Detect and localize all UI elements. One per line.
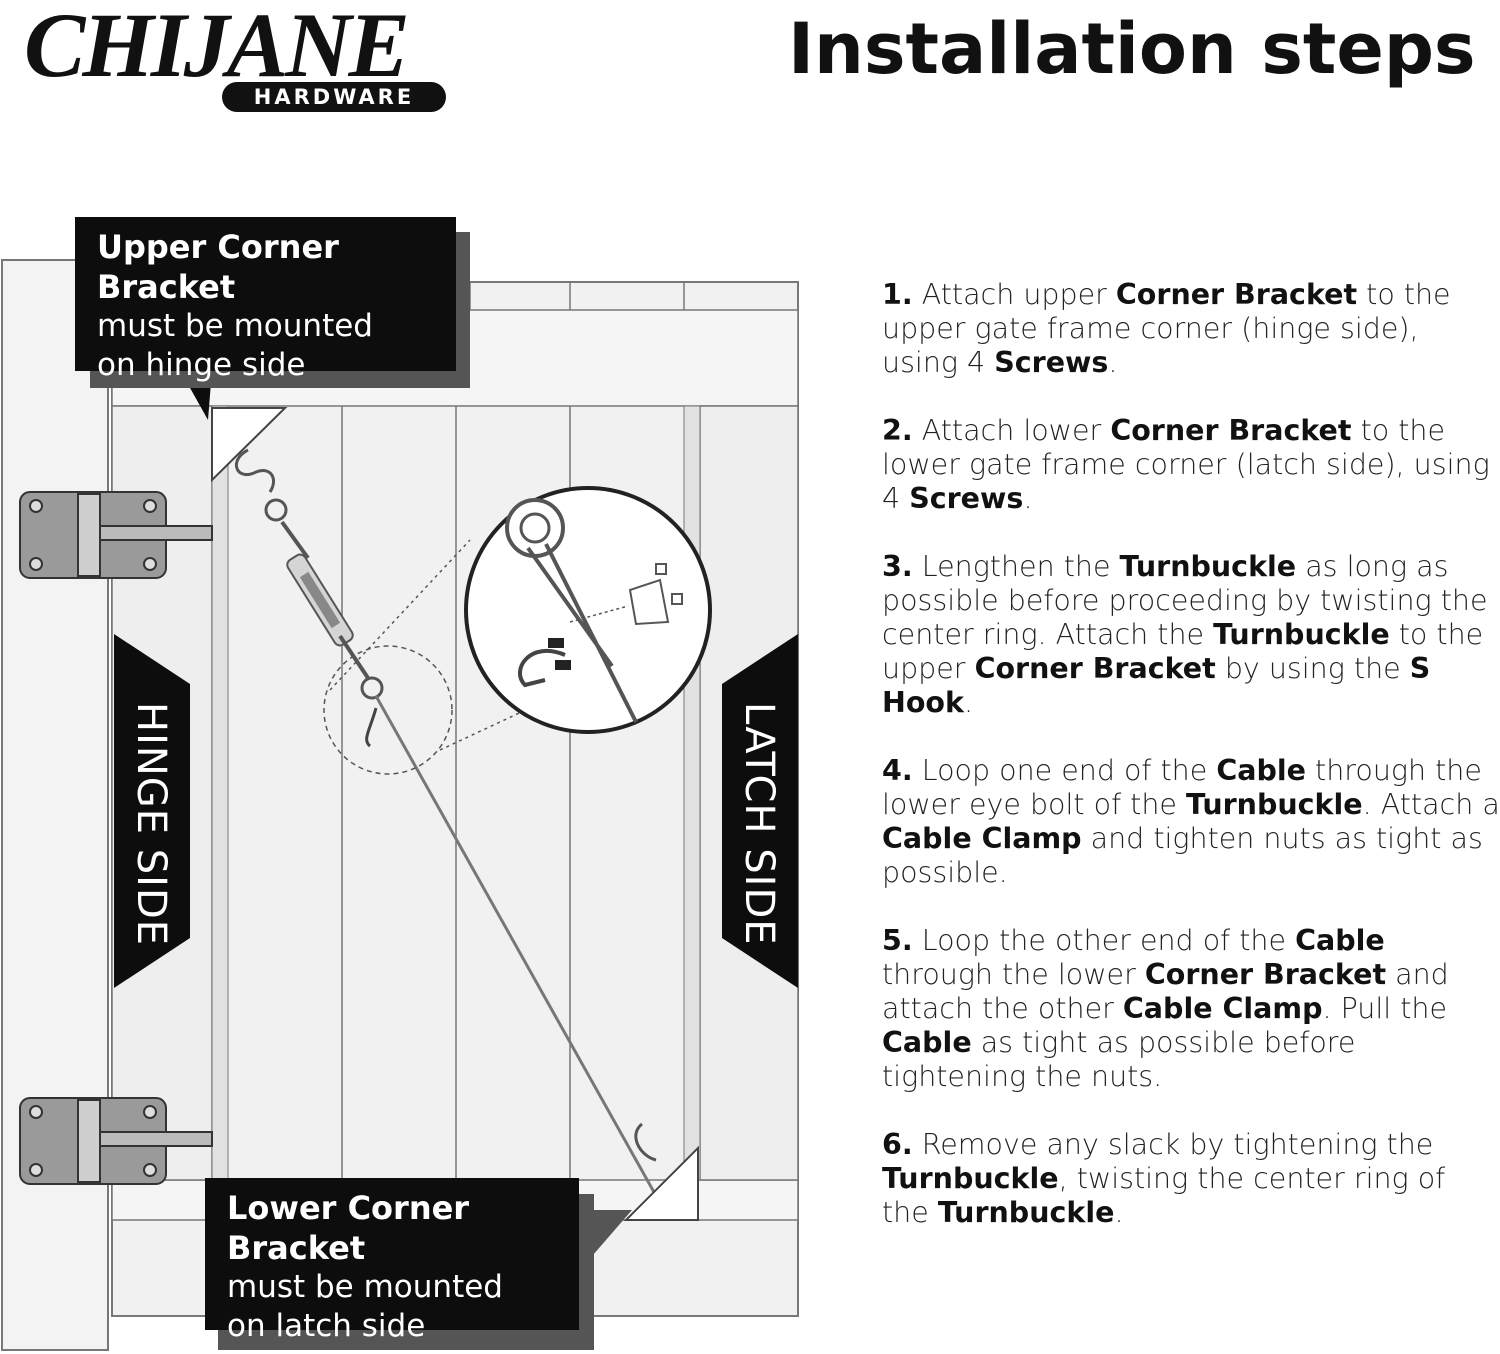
lower-corner-bracket [623, 1145, 699, 1221]
hinge-side-label: HINGE SIDE [128, 702, 174, 947]
brand-tagline: HARDWARE [222, 82, 446, 112]
step-term: Corner Bracket [1110, 414, 1352, 447]
step-text: through the lower [882, 958, 1145, 991]
step-text: , twisting the center ring of the [882, 1162, 1446, 1229]
gate-diagram: Upper Corner Bracket must be mounted on … [0, 210, 850, 1354]
page-title: Installation steps [788, 8, 1476, 90]
step-text: Remove any slack by tightening the [912, 1128, 1434, 1161]
step-term: Corner Bracket [1144, 958, 1387, 991]
step-term: Cable [882, 1026, 972, 1059]
step-term: Turnbuckle [1186, 788, 1363, 821]
step-text: as long as possible before proceeding by… [882, 550, 1488, 651]
step-number: 3. [882, 550, 913, 583]
upper-callout-line1: must be mounted [97, 308, 373, 344]
step-term: Cable Clamp [882, 822, 1082, 855]
step-number: 4. [882, 754, 913, 787]
hinge-side-arrow [114, 634, 190, 988]
upper-callout-title: Upper Corner Bracket [97, 228, 339, 306]
step-text: Loop one end of the [912, 754, 1217, 787]
step-term: Turnbuckle [1119, 550, 1297, 583]
lower-callout-title: Lower Corner Bracket [227, 1189, 470, 1267]
upper-callout: Upper Corner Bracket must be mounted on … [75, 217, 456, 383]
s-hook [235, 448, 275, 493]
step-term: S Hook [882, 652, 1431, 719]
step-term: Corner Bracket [974, 652, 1216, 685]
lower-callout-line2: on latch side [227, 1308, 426, 1344]
fence-post [1, 259, 109, 1351]
step-item: 2. Attach lower Corner Bracket to the lo… [882, 414, 1500, 516]
upper-corner-bracket [211, 407, 288, 483]
step-term: Screws [994, 346, 1109, 379]
lower-callout: Lower Corner Bracket must be mounted on … [205, 1178, 579, 1344]
brand-name: CHIJANE [24, 0, 410, 96]
installation-steps: 1. Attach upper Corner Bracket to the up… [882, 278, 1500, 1264]
step-text: to the upper gate frame corner (hinge si… [882, 278, 1451, 379]
step-text: . [963, 686, 974, 719]
step-term: Screws [909, 482, 1024, 515]
latch-side-arrow [722, 634, 798, 988]
step-text: and tighten nuts as tight as possible. [882, 822, 1483, 889]
step-item: 5. Loop the other end of the Cable throu… [882, 924, 1500, 1094]
step-text: by using the [1215, 652, 1410, 685]
step-item: 6. Remove any slack by tightening the Tu… [882, 1128, 1500, 1230]
step-term: Cable [1295, 924, 1385, 957]
upper-callout-line2: on hinge side [97, 347, 306, 383]
step-text: to the upper [882, 618, 1484, 685]
lower-callout-line1: must be mounted [227, 1269, 503, 1305]
step-number: 5. [882, 924, 913, 957]
step-text: . [1023, 482, 1033, 515]
step-item: 1. Attach upper Corner Bracket to the up… [882, 278, 1500, 380]
latch-side-label: LATCH SIDE [736, 702, 782, 946]
step-term: Cable Clamp [1122, 992, 1323, 1025]
step-number: 1. [882, 278, 913, 311]
step-number: 2. [882, 414, 913, 447]
step-text: and attach the other [882, 958, 1449, 1025]
step-term: Turnbuckle [882, 1162, 1059, 1195]
step-text: Lengthen the [912, 550, 1120, 583]
step-text: Attach lower [912, 414, 1111, 447]
detail-magnifier [464, 486, 712, 734]
upper-hinge [19, 491, 213, 579]
step-text: as tight as possible before tightening t… [882, 1026, 1356, 1093]
lower-hinge [19, 1097, 213, 1185]
step-text: . [1108, 346, 1118, 379]
brand-logo: CHIJANE HARDWARE [24, 0, 454, 120]
step-number: 6. [882, 1128, 913, 1161]
gate-illustration [1, 259, 799, 1351]
step-term: Turnbuckle [1213, 618, 1390, 651]
cable [374, 695, 666, 1211]
step-text: Loop the other end of the [912, 924, 1296, 957]
step-term: Turnbuckle [937, 1196, 1115, 1229]
step-text: Attach upper [912, 278, 1116, 311]
step-text: through the lower eye bolt of the [882, 754, 1482, 821]
step-text: . Pull the [1322, 992, 1448, 1025]
step-item: 4. Loop one end of the Cable through the… [882, 754, 1500, 890]
step-text: . Attach a [1362, 788, 1500, 821]
step-text: to the lower gate frame corner (latch si… [882, 414, 1490, 515]
step-term: Cable [1216, 754, 1306, 787]
step-item: 3. Lengthen the Turnbuckle as long as po… [882, 550, 1500, 720]
step-text: . [1114, 1196, 1124, 1229]
step-term: Corner Bracket [1115, 278, 1358, 311]
